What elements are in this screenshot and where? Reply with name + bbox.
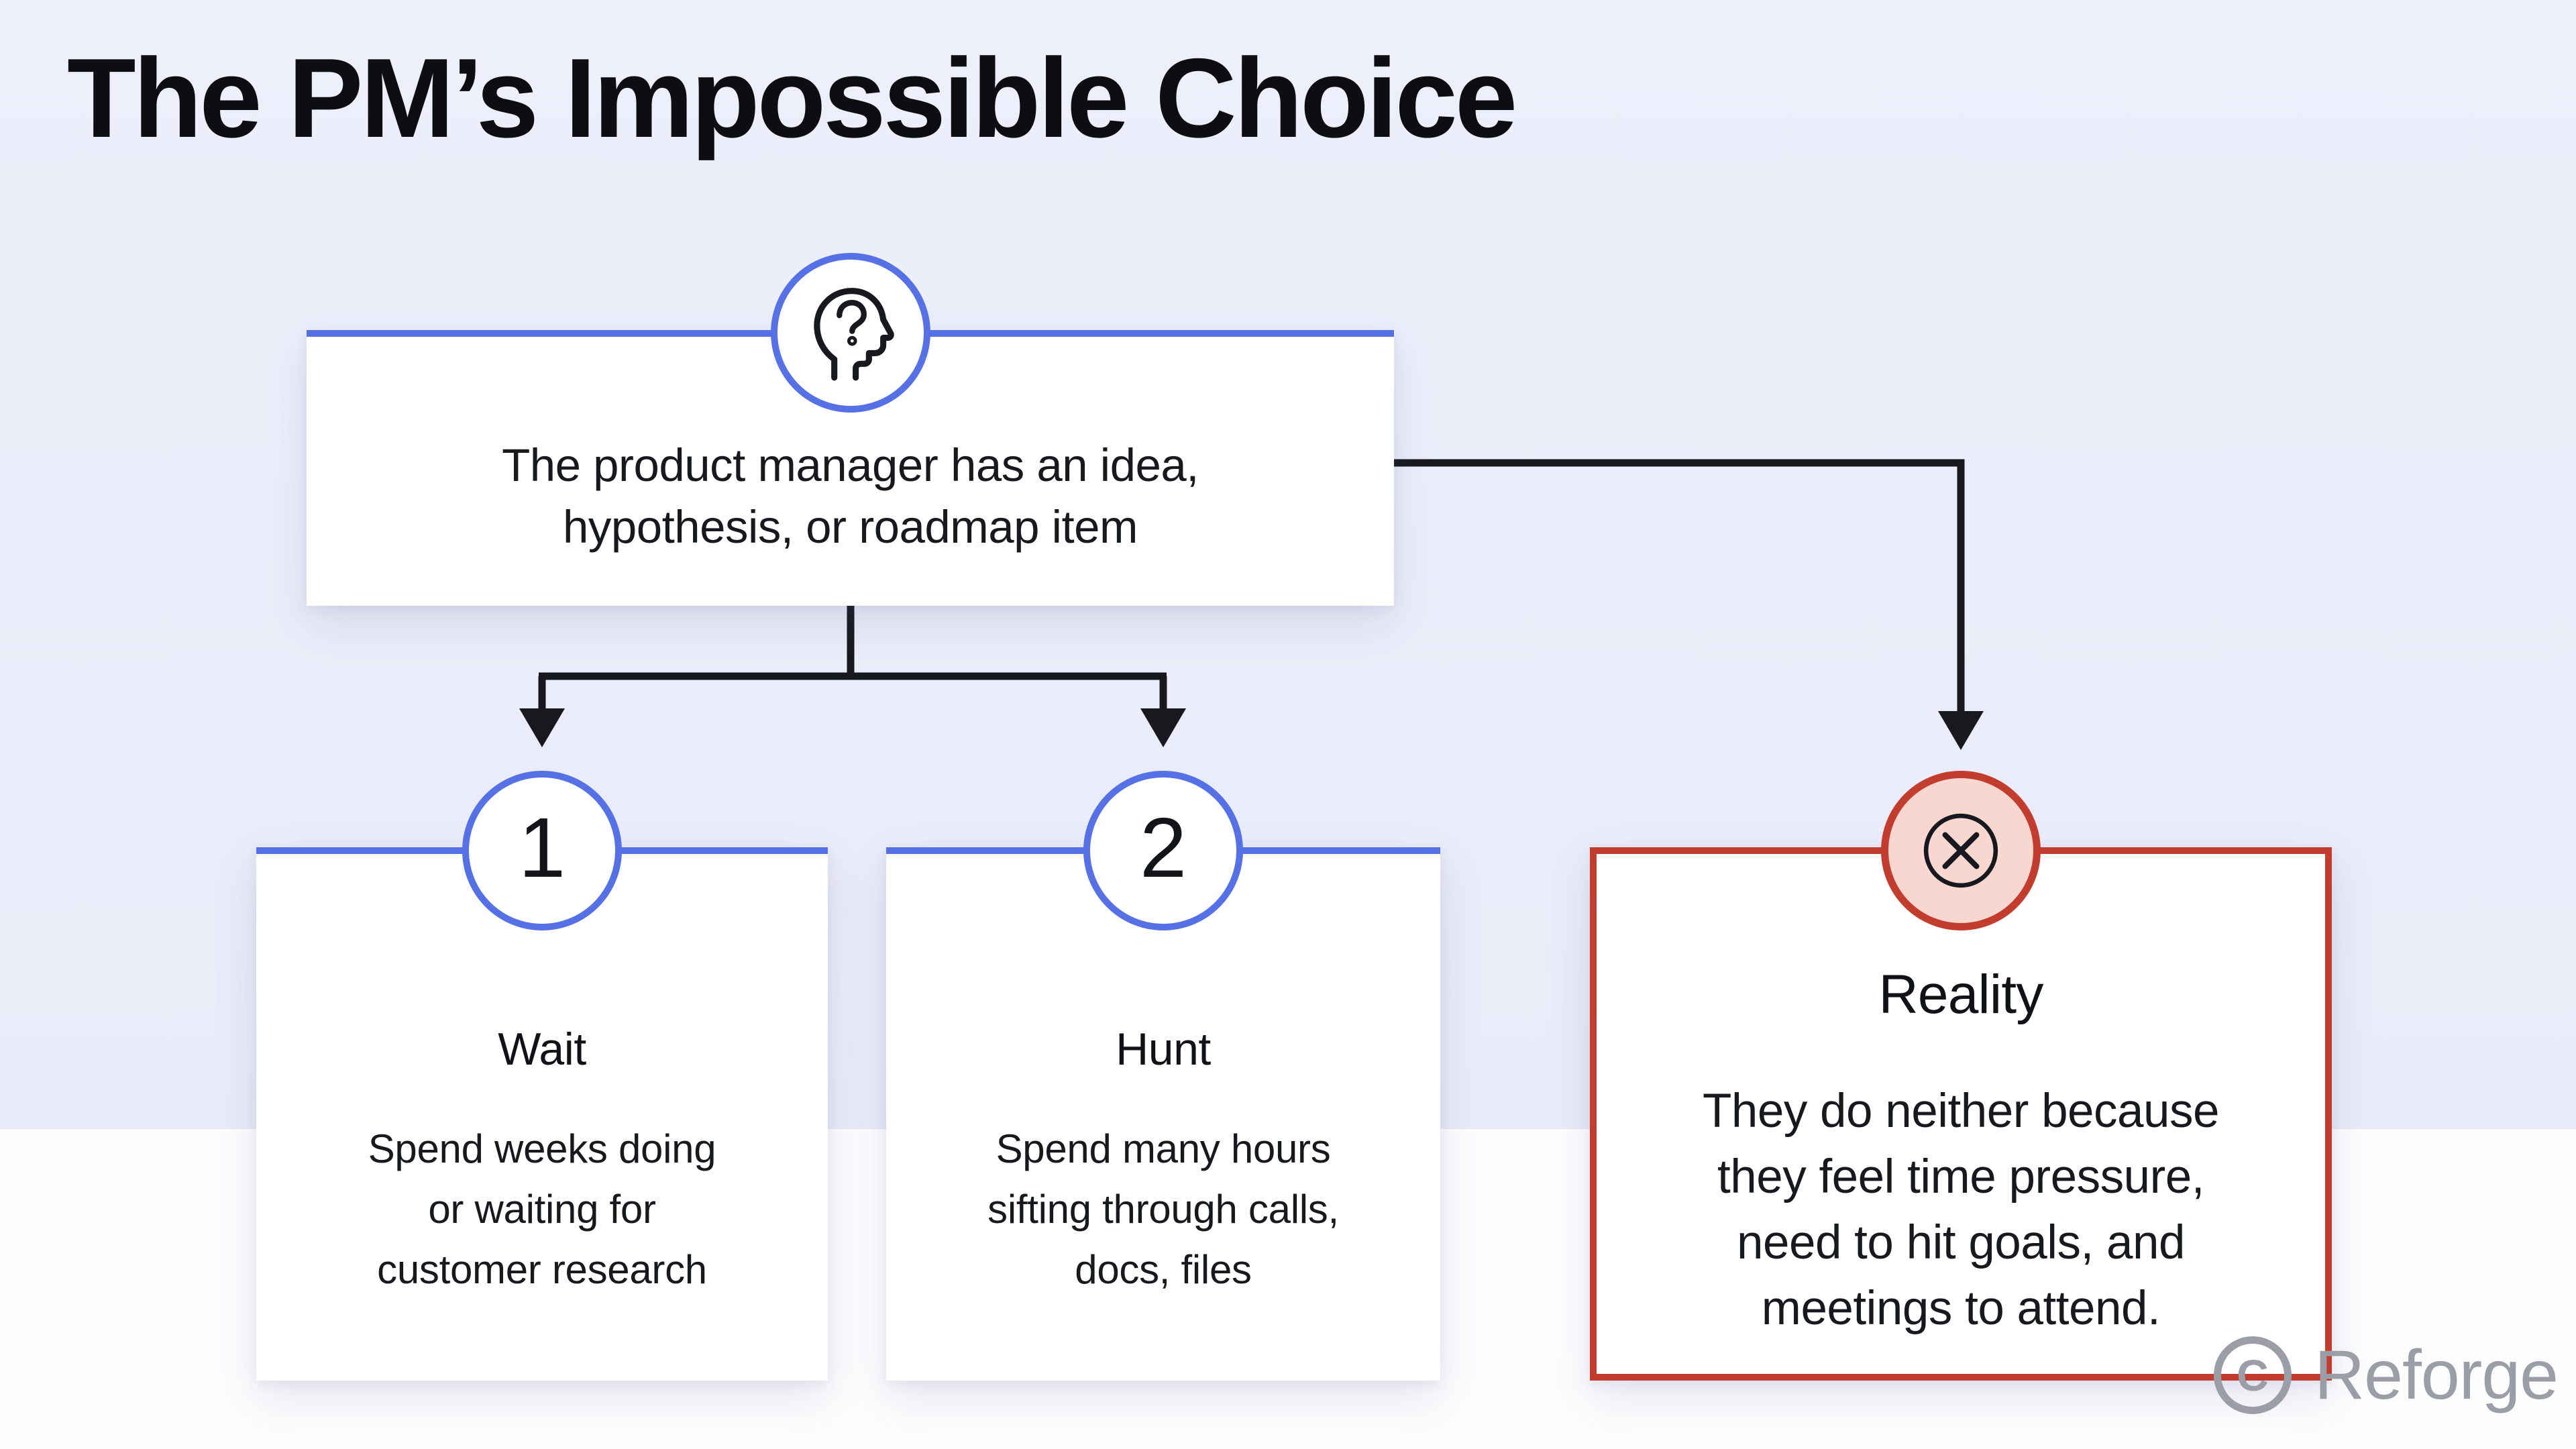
reforge-logo: C Reforge (2214, 1334, 2559, 1417)
option-hunt-number: 2 (1139, 800, 1187, 895)
option-hunt-line-2: sifting through calls, (987, 1187, 1339, 1232)
option-wait-line-2: or waiting for (428, 1187, 656, 1232)
option-hunt-line-1: Spend many hours (996, 1126, 1331, 1171)
option-wait-line-1: Spend weeks doing (368, 1126, 716, 1171)
reforge-logo-text: Reforge (2314, 1336, 2559, 1414)
reforge-logo-mark-icon: C (2214, 1336, 2292, 1414)
reality-title: Reality (1878, 964, 2043, 1025)
root-idea-node-circle (771, 253, 930, 413)
reality-node-circle (1881, 771, 2041, 930)
branch-connector-line (538, 606, 1167, 710)
reforge-logo-mark-letter: C (2237, 1350, 2269, 1400)
reality-line-4: meetings to attend. (1761, 1282, 2161, 1335)
option-wait-title: Wait (498, 1024, 586, 1075)
page-title: The PM’s Impossible Choice (67, 35, 1517, 161)
reality-body: They do neither because they feel time p… (1597, 1079, 2325, 1342)
reality-connector-line (1394, 459, 1965, 712)
root-idea-line-1: The product manager has an idea, (502, 439, 1199, 491)
option-hunt-number-circle: 2 (1083, 771, 1243, 930)
reality-line-2: they feel time pressure, (1717, 1150, 2204, 1203)
root-idea-line-2: hypothesis, or roadmap item (562, 501, 1138, 553)
option-card-wait: Wait Spend weeks doing or waiting for cu… (256, 847, 828, 1381)
x-circle-icon (1923, 813, 1998, 888)
option-card-hunt: Hunt Spend many hours sifting through ca… (886, 847, 1440, 1381)
reality-card: Reality They do neither because they fee… (1590, 847, 2332, 1381)
option-hunt-line-3: docs, files (1075, 1247, 1252, 1292)
arrowhead-option-1 (519, 708, 565, 747)
head-question-icon (814, 288, 894, 381)
option-wait-line-3: customer research (377, 1247, 707, 1292)
root-idea-text: The product manager has an idea, hypothe… (307, 435, 1394, 558)
option-hunt-body: Spend many hours sifting through calls, … (886, 1119, 1440, 1300)
option-wait-body: Spend weeks doing or waiting for custome… (256, 1119, 828, 1300)
option-wait-number-circle: 1 (462, 771, 622, 930)
option-hunt-title: Hunt (1116, 1024, 1211, 1075)
reality-line-3: need to hit goals, and (1737, 1216, 2185, 1269)
option-wait-number: 1 (518, 800, 566, 895)
arrowhead-reality (1938, 711, 1984, 750)
reality-line-1: They do neither because (1702, 1085, 2220, 1138)
arrowhead-option-2 (1140, 708, 1186, 747)
